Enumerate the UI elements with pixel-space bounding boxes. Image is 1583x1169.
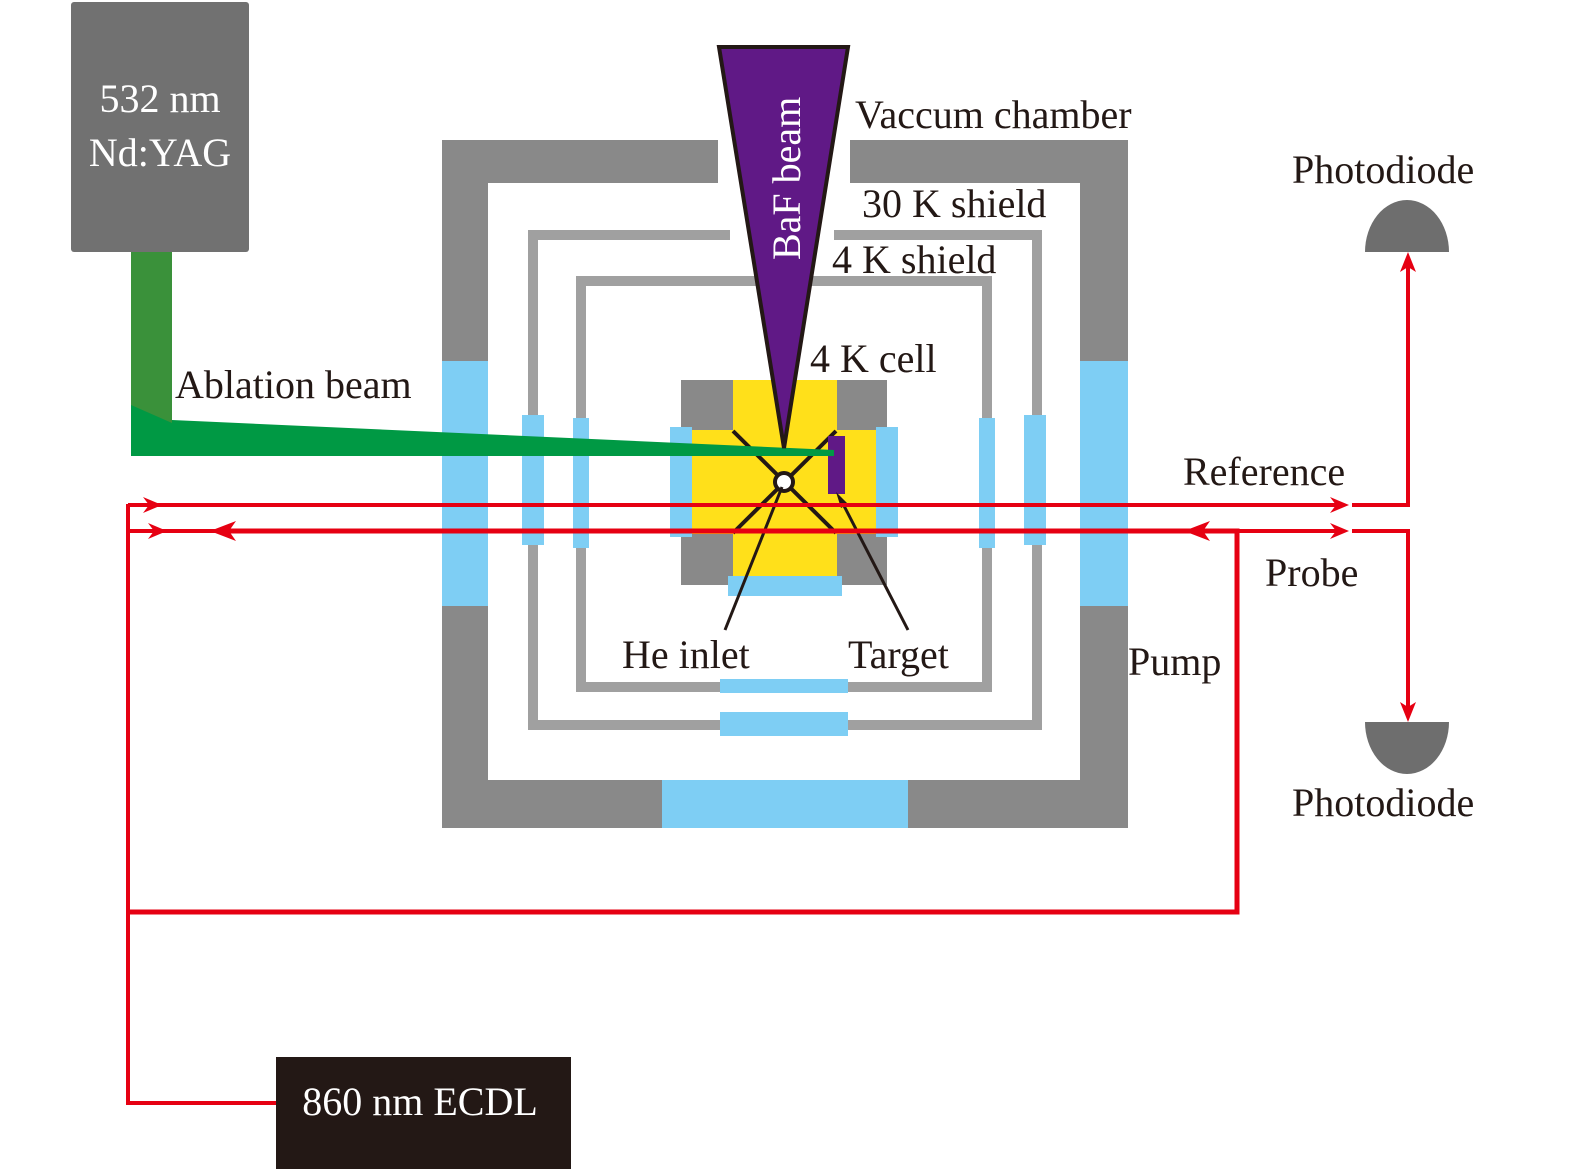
photodiode-bottom-label: Photodiode bbox=[1292, 780, 1474, 825]
pump-arrow-left bbox=[210, 521, 236, 541]
vacuum-chamber bbox=[442, 140, 1128, 828]
ablation-beam-corner bbox=[131, 252, 172, 423]
shield-30k-right-window bbox=[1024, 415, 1046, 545]
chamber-left-window bbox=[442, 361, 488, 606]
yag-laser-label-line1: 532 nm bbox=[99, 76, 220, 121]
he-inlet-label: He inlet bbox=[622, 632, 750, 677]
shield-30k-bottom-window bbox=[720, 712, 848, 736]
laser-arrows bbox=[143, 252, 1416, 722]
cell-bottom-window bbox=[728, 576, 842, 596]
probe-beam-to-photodiode bbox=[1352, 529, 1410, 712]
cell-4k-label: 4 K cell bbox=[810, 336, 937, 381]
chamber-bottom-window bbox=[662, 780, 908, 828]
he-inlet-pointer bbox=[723, 486, 784, 631]
ecdl-laser-box bbox=[276, 1057, 571, 1169]
target-label: Target bbox=[848, 632, 949, 677]
photodiode-bottom-icon bbox=[1365, 722, 1449, 774]
ablation-target bbox=[828, 436, 845, 494]
probe-label: Probe bbox=[1265, 550, 1358, 595]
baf-beam-label: BaF beam bbox=[764, 97, 809, 260]
pump-arrow-right bbox=[1184, 521, 1210, 541]
reference-label: Reference bbox=[1183, 449, 1345, 494]
ecdl-laser: 860 nm ECDL bbox=[276, 1057, 571, 1169]
yag-laser: 532 nm Nd:YAG bbox=[71, 2, 249, 252]
shield-30k-label: 30 K shield bbox=[862, 181, 1046, 226]
ablation-beam-horizontal bbox=[131, 400, 834, 456]
reference-arrow-right bbox=[1330, 497, 1349, 513]
reference-beam-to-photodiode bbox=[1352, 262, 1410, 507]
chamber-right-window bbox=[1080, 361, 1128, 606]
pump-beam bbox=[128, 528, 1240, 915]
shield-30k-top-left bbox=[528, 230, 730, 240]
reference-arrow-left bbox=[143, 497, 162, 513]
shield-4k-label: 4 K shield bbox=[832, 237, 996, 282]
shield-4k-right-window bbox=[979, 418, 995, 548]
ecdl-laser-label: 860 nm ECDL bbox=[302, 1079, 538, 1124]
baf-beam: BaF beam bbox=[716, 45, 851, 449]
photodiode-top-label: Photodiode bbox=[1292, 147, 1474, 192]
photodiode-top-icon bbox=[1365, 200, 1449, 252]
shield-4k-bottom-window bbox=[720, 679, 848, 693]
photodiode-top-arrow bbox=[1400, 252, 1416, 272]
cell-right-window bbox=[876, 427, 898, 537]
probe-arrow-right bbox=[1330, 523, 1349, 539]
baf-beam-cone bbox=[716, 45, 851, 449]
target-pointer bbox=[839, 499, 910, 631]
vacuum-chamber-label: Vaccum chamber bbox=[855, 92, 1132, 137]
ablation-beam-label: Ablation beam bbox=[175, 362, 412, 407]
yag-laser-label-line2: Nd:YAG bbox=[89, 130, 231, 175]
ablation-beam bbox=[131, 252, 834, 456]
shield-30k-left-window bbox=[522, 415, 544, 545]
shield-30k-top-right bbox=[834, 230, 1042, 240]
he-inlet-nozzle bbox=[773, 471, 795, 493]
probe-arrow-left bbox=[148, 523, 167, 539]
pump-label: Pump bbox=[1128, 639, 1221, 684]
ecdl-feed-line bbox=[126, 504, 276, 1105]
yag-laser-box bbox=[71, 2, 249, 252]
photodiode-bottom-arrow bbox=[1400, 702, 1416, 722]
laser-paths bbox=[126, 262, 1410, 1105]
